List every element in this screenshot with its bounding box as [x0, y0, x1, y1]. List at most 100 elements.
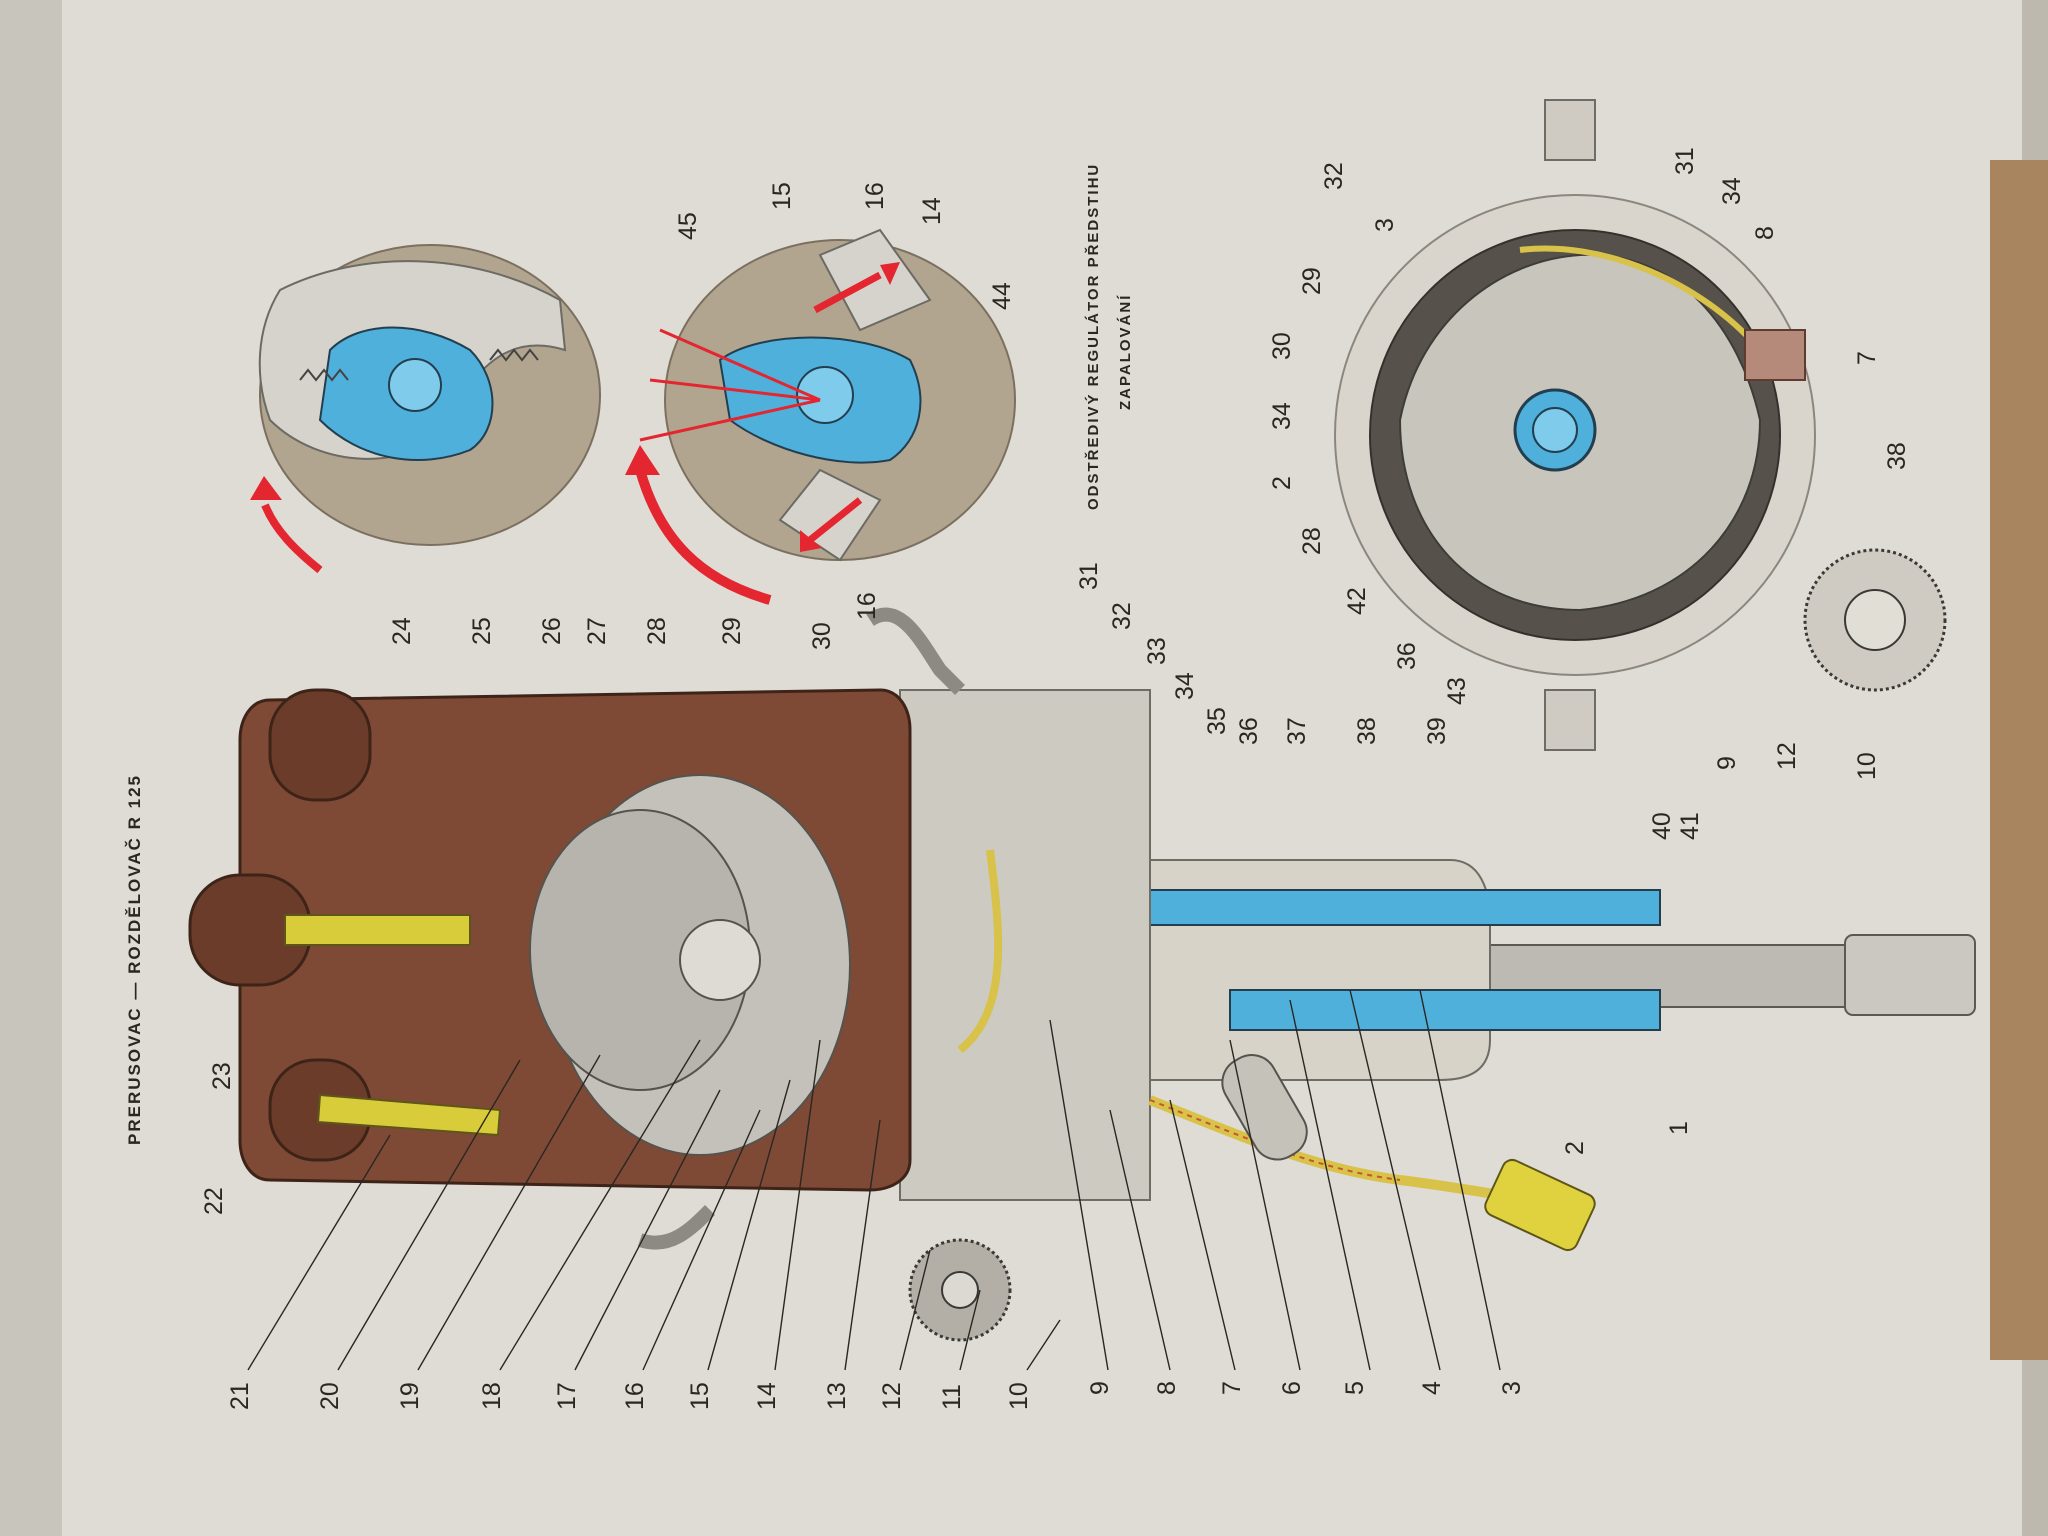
- red-rotation-arrow-head: [625, 445, 660, 475]
- mount-lug-top: [1544, 99, 1596, 161]
- callout-7: 7: [1218, 1381, 1246, 1395]
- red-force-arrow-top-head: [880, 262, 900, 285]
- cable-eyelet: [1484, 1158, 1596, 1252]
- callout-21: 21: [226, 1382, 254, 1410]
- plate-callout-8: 8: [1751, 226, 1779, 240]
- condenser: [1221, 1054, 1308, 1161]
- callouts-main: 1 2 3 3 4 5 6 7 8 9 10 11 12 13 14 15 16…: [200, 562, 1704, 1410]
- plate-callout-3: 3: [1371, 218, 1399, 232]
- callout-15: 15: [686, 1382, 714, 1410]
- callout-18: 18: [478, 1382, 506, 1410]
- leader-lines: [247, 989, 1501, 1371]
- octane-dial-plate-center: [1844, 589, 1906, 651]
- regulator-detail-active: [625, 228, 1016, 605]
- callout-41: 41: [1676, 812, 1704, 840]
- callout-17: 17: [553, 1382, 581, 1410]
- callout-30: 30: [808, 622, 836, 650]
- callout-5: 5: [1341, 1381, 1369, 1395]
- callout-26: 26: [538, 617, 566, 645]
- diagram-title: PRERUSOVAC — ROZDĚLOVAČ R 125: [125, 774, 144, 1145]
- blue-bushing-top: [1139, 889, 1661, 926]
- red-angle-line-1: [659, 328, 821, 402]
- shaft-gear: [1844, 934, 1976, 1016]
- plate-callout-36: 36: [1393, 642, 1421, 670]
- detail-caption-line1: ODSTŘEDIVÝ REGULÁTOR PŘEDSTIHU: [1084, 163, 1102, 510]
- plate-callout-42: 42: [1343, 587, 1371, 615]
- callout-20: 20: [316, 1382, 344, 1410]
- cam-bush-blue-inner: [1532, 407, 1578, 453]
- callout-40: 40: [1648, 812, 1676, 840]
- rest-spring-left: [299, 368, 349, 382]
- red-angle-line-2: [649, 378, 821, 402]
- active-center-hub: [796, 366, 854, 424]
- callout-44-top: 44: [988, 282, 1016, 310]
- spring-clip-upper: [866, 607, 965, 695]
- regulator-detail-rest: [250, 244, 601, 574]
- callout-32: 32: [1108, 602, 1136, 630]
- callouts-plate: 32 31 34 8 7 38 3 29 30 34 2 28 42 36 43…: [1268, 147, 1911, 780]
- internal-lead: [957, 849, 1003, 1054]
- callout-37: 37: [1283, 717, 1311, 745]
- callout-16: 16: [621, 1382, 649, 1410]
- callout-2: 2: [1561, 1141, 1589, 1155]
- plate-callout-28: 28: [1298, 527, 1326, 555]
- plate-callout-29: 29: [1298, 267, 1326, 295]
- left-page-edge: [0, 0, 62, 1536]
- callout-27: 27: [583, 617, 611, 645]
- side-terminal-brass: [316, 1093, 502, 1137]
- plate-callout-30: 30: [1268, 332, 1296, 360]
- plate-callout-31: 31: [1671, 147, 1699, 175]
- callout-8: 8: [1153, 1381, 1181, 1395]
- red-force-arrow-bottom: [807, 497, 863, 543]
- callout-38: 38: [1353, 717, 1381, 745]
- callout-14-top: 14: [918, 197, 946, 225]
- callout-29: 29: [718, 617, 746, 645]
- callout-6: 6: [1278, 1381, 1306, 1395]
- callout-28: 28: [643, 617, 671, 645]
- callouts-top-detail: 45 15 16 14 44 16: [674, 182, 1016, 620]
- rest-center-hub: [388, 358, 442, 412]
- callout-11: 11: [938, 1384, 966, 1410]
- plate-callout-32: 32: [1320, 162, 1348, 190]
- rest-spring-right: [489, 348, 539, 362]
- distributor-cutaway: [188, 607, 1976, 1342]
- plate-callout-43: 43: [1443, 677, 1471, 705]
- callout-16-top-lower: 16: [853, 592, 881, 620]
- callout-9: 9: [1086, 1381, 1114, 1395]
- callout-33: 33: [1143, 637, 1171, 665]
- callout-31: 31: [1075, 562, 1103, 590]
- callout-13: 13: [823, 1382, 851, 1410]
- callout-15-top: 15: [768, 182, 796, 210]
- detail-caption-line2: ZAPALOVÁNÍ: [1117, 294, 1134, 410]
- blue-bushing-bottom: [1229, 989, 1661, 1031]
- callout-45: 45: [674, 212, 702, 240]
- red-arrow-rest-head: [250, 476, 282, 500]
- mount-lug-bottom: [1544, 689, 1596, 751]
- plate-callout-34: 34: [1718, 177, 1746, 205]
- plate-callout-2: 2: [1268, 476, 1296, 490]
- callout-3: 3: [1498, 1381, 1526, 1395]
- callout-23: 23: [208, 1062, 236, 1090]
- plate-callout-10: 10: [1853, 752, 1881, 780]
- callout-16-top: 16: [861, 182, 889, 210]
- callout-12: 12: [878, 1382, 906, 1410]
- octane-dial-main-center: [941, 1271, 979, 1309]
- breaker-plate-detail: [1334, 99, 1947, 751]
- plate-callout-12: 12: [1773, 742, 1801, 770]
- red-rotation-arrow: [635, 468, 772, 605]
- contact-arm-cable: [1519, 245, 1763, 352]
- callout-4: 4: [1418, 1381, 1446, 1395]
- low-tension-cable: [1148, 1095, 1501, 1200]
- cap-tower-top: [268, 688, 372, 802]
- callout-25: 25: [468, 617, 496, 645]
- red-force-arrow-top: [813, 271, 882, 314]
- callout-24: 24: [388, 617, 416, 645]
- page-fore-edge: [1990, 160, 2048, 1360]
- red-arrow-rest: [261, 503, 323, 574]
- callout-35: 35: [1203, 707, 1231, 735]
- plate-callout-9: 9: [1713, 756, 1741, 770]
- callout-1: 1: [1665, 1121, 1693, 1135]
- callout-34: 34: [1171, 672, 1199, 700]
- callout-19: 19: [396, 1382, 424, 1410]
